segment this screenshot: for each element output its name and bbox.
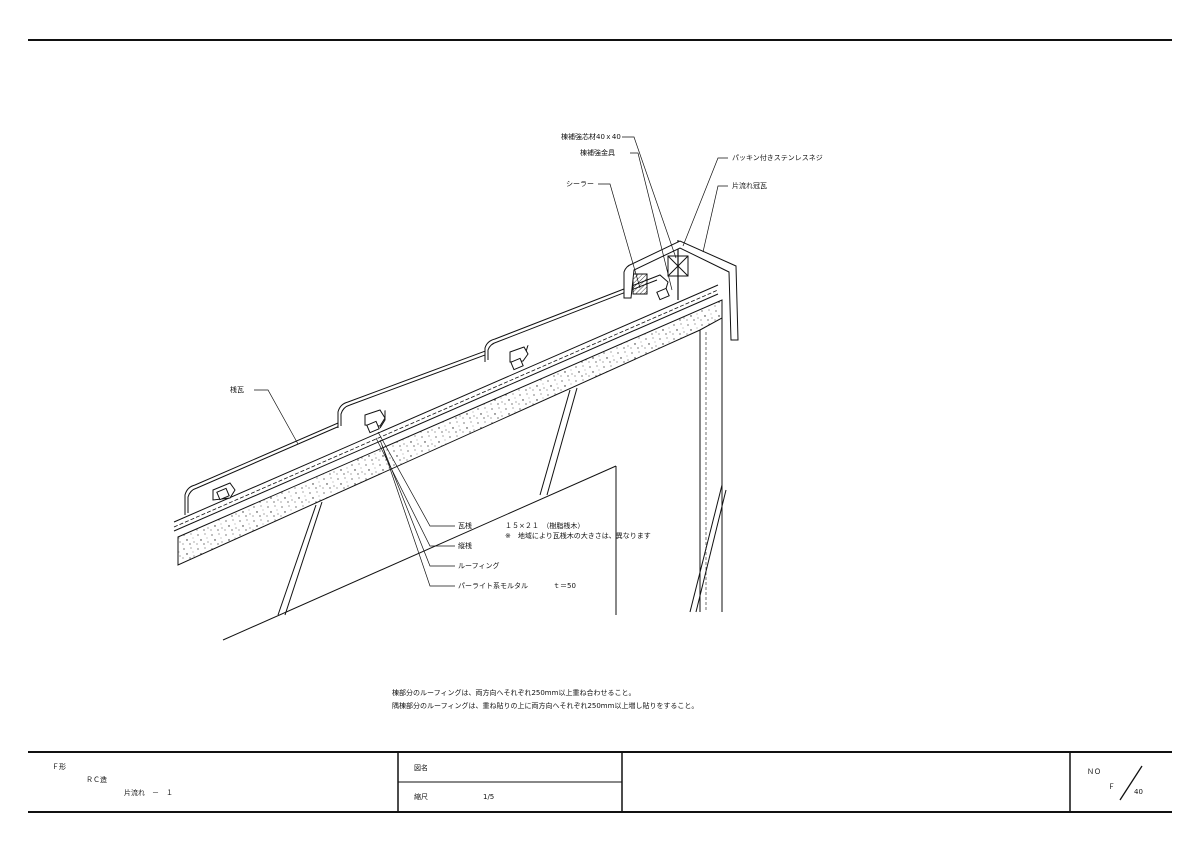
label-sealer: シーラー [566, 180, 594, 188]
label-screw: パッキン付きステンレスネジ [732, 154, 823, 162]
title-type: 片流れ － １ [124, 789, 173, 797]
wall-structure [222, 318, 727, 641]
label-ridge-tile: 片流れ冠瓦 [732, 182, 767, 190]
label-ridge-core: 棟補強芯材40ｘ40 [561, 133, 621, 141]
roof-tiles [184, 274, 669, 515]
sheet-number: 40 [1134, 788, 1143, 796]
note-hip-roofing: 隅棟部分のルーフィングは、重ね貼りの上に両方向へそれぞれ250mm以上増し貼りを… [392, 702, 699, 710]
sheet-prefix: Ｆ [1108, 783, 1115, 791]
title-company: Ｆ形 [52, 763, 66, 771]
batten-blocks [216, 287, 670, 501]
roofing-layer [173, 284, 719, 532]
label-batten-spec: １５×２１ （樹脂桟木） [505, 522, 585, 530]
ridge-assembly [623, 240, 739, 341]
label-ridge-bracket: 棟補強金具 [580, 149, 615, 157]
label-roofing: ルーフィング [458, 562, 500, 570]
note-ridge-roofing: 棟部分のルーフィングは、両方向へそれぞれ250mm以上重ね合わせること。 [392, 689, 636, 697]
drawing-name-label: 図名 [414, 764, 428, 772]
no-label: ＮＯ [1087, 768, 1101, 776]
label-roof-tile: 桟瓦 [230, 386, 244, 394]
label-batten-note: ※ 地域により瓦桟木の大きさは、異なります [505, 532, 651, 540]
mortar-layer [177, 299, 723, 566]
title-structure: ＲＣ造 [86, 776, 107, 784]
leader-lines [254, 136, 728, 587]
label-mortar-thickness: ｔ＝50 [553, 582, 576, 590]
scale-label: 縮尺 [414, 793, 428, 801]
scale-value: 1/5 [483, 793, 495, 801]
label-mortar: パーライト系モルタル [458, 582, 528, 590]
label-batten: 瓦桟 [458, 522, 472, 530]
label-counter-batten: 縦桟 [458, 542, 472, 550]
title-block [28, 751, 1172, 813]
